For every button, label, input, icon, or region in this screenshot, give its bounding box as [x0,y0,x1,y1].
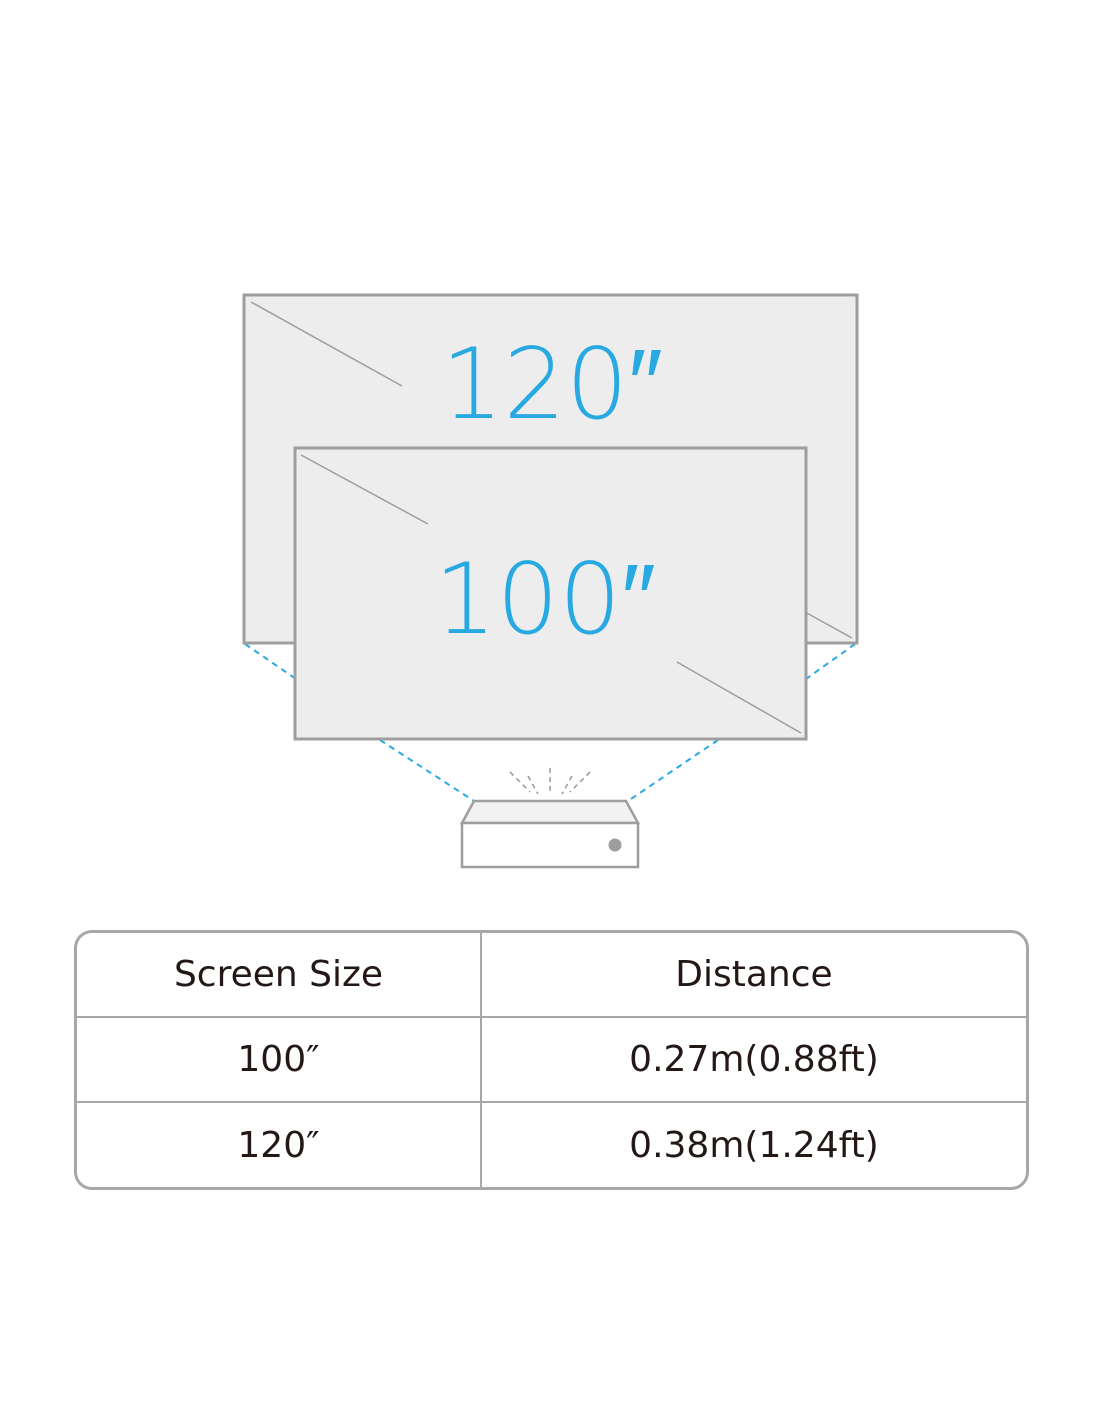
projection-line-small-left [379,739,475,802]
screen-100-frame [293,446,808,741]
projector-top [459,799,641,825]
cell-screen-size: 100″ [77,1016,482,1101]
table-row: 120″ 0.38m(1.24ft) [77,1101,1026,1187]
projection-line-large-right [805,643,856,680]
header-distance: Distance [675,954,833,995]
table-header-row: Screen Size Distance [77,933,1026,1016]
screen-100-glare-bottom [676,661,802,734]
table-row: 100″ 0.27m(0.88ft) [77,1016,1026,1101]
light-rays [509,768,591,795]
cell-screen-size: 120″ [77,1101,482,1187]
screen-100: 100″ [293,446,808,741]
cell-distance: 0.38m(1.24ft) [482,1101,1026,1187]
projection-line-large-left [244,643,297,680]
projection-lines [244,643,856,802]
screen-120-glare-top [250,301,403,387]
throw-distance-table: Screen Size Distance 100″ 0.27m(0.88ft) … [74,930,1029,1190]
screen-100-label: 100″ [434,543,656,657]
projection-line-small-right [627,739,719,802]
screen-120-label: 120″ [441,328,663,442]
projection-diagram: 120″ 100″ [242,293,859,869]
header-screen-size: Screen Size [77,933,482,1016]
projector-indicator [608,838,622,852]
projector-icon [459,799,641,869]
screen-100-glare-top [300,454,429,525]
screen-120-glare-bottom [804,611,853,639]
cell-distance: 0.27m(0.88ft) [482,1016,1026,1101]
